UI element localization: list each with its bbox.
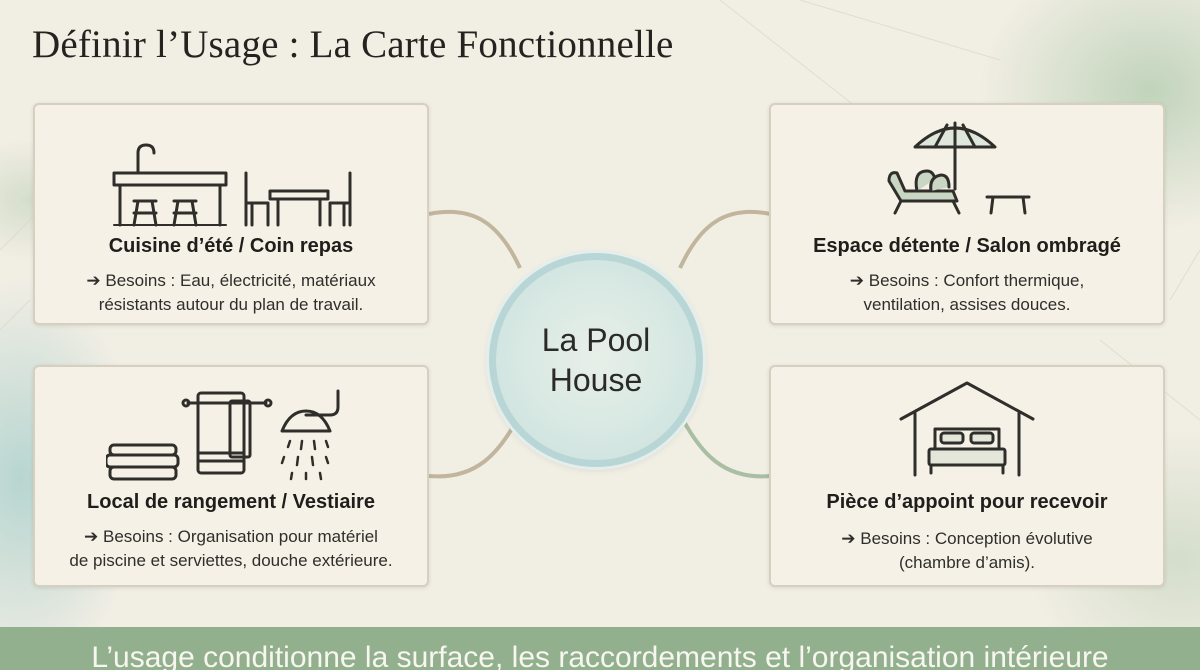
card-needs: ➔ Besoins : Eau, électricité, matériaux … (51, 269, 411, 317)
card-needs-line-2: résistants autour du plan de travail. (98, 295, 364, 314)
towels-shower-icon (35, 383, 427, 483)
card-needs-line-1: ➔ Besoins : Eau, électricité, matériaux (86, 271, 376, 290)
page-title: Définir l’Usage : La Carte Fonctionnelle (32, 23, 674, 66)
card-needs-line-2: (chambre d’amis). (898, 553, 1036, 572)
card-needs: ➔ Besoins : Conception évolutive (chambr… (787, 527, 1147, 575)
card-title: Espace détente / Salon ombragé (813, 235, 1121, 257)
kitchen-dining-icon (35, 123, 427, 233)
connector-guest (676, 409, 772, 479)
footer-text: L’usage conditionne la surface, les racc… (91, 641, 1109, 670)
card-lounge-area: Espace détente / Salon ombragé ➔ Besoins… (769, 103, 1165, 325)
hub-label: La Pool House (516, 320, 676, 400)
card-needs: ➔ Besoins : Organisation pour matériel d… (51, 525, 411, 573)
hub-label-line-1: La Pool (541, 322, 651, 358)
card-needs-line-2: de piscine et serviettes, douche extérie… (69, 551, 393, 570)
card-title: Cuisine d’été / Coin repas (108, 235, 354, 257)
connector-lounge (678, 209, 772, 269)
footer-banner: L’usage conditionne la surface, les racc… (0, 627, 1200, 670)
card-needs-line-1: ➔ Besoins : Conception évolutive (841, 529, 1093, 548)
card-summer-kitchen: Cuisine d’été / Coin repas ➔ Besoins : E… (33, 103, 429, 325)
connector-kitchen (428, 209, 522, 269)
card-storage-changing-room: Local de rangement / Vestiaire ➔ Besoins… (33, 365, 429, 587)
card-title: Local de rangement / Vestiaire (87, 491, 375, 513)
hub-label-line-2: House (549, 362, 643, 398)
umbrella-lounger-icon (771, 117, 1163, 221)
card-needs-line-2: ventilation, assises douces. (863, 295, 1071, 314)
card-needs-line-1: ➔ Besoins : Organisation pour matériel (84, 527, 378, 546)
pool-house-hub: La Pool House (489, 253, 703, 467)
card-needs-line-1: ➔ Besoins : Confort thermique, (849, 271, 1085, 290)
house-bed-icon (771, 379, 1163, 479)
card-needs: ➔ Besoins : Confort thermique, ventilati… (787, 269, 1147, 317)
card-title: Pièce d’appoint pour recevoir (826, 491, 1108, 513)
card-guest-room: Pièce d’appoint pour recevoir ➔ Besoins … (769, 365, 1165, 587)
